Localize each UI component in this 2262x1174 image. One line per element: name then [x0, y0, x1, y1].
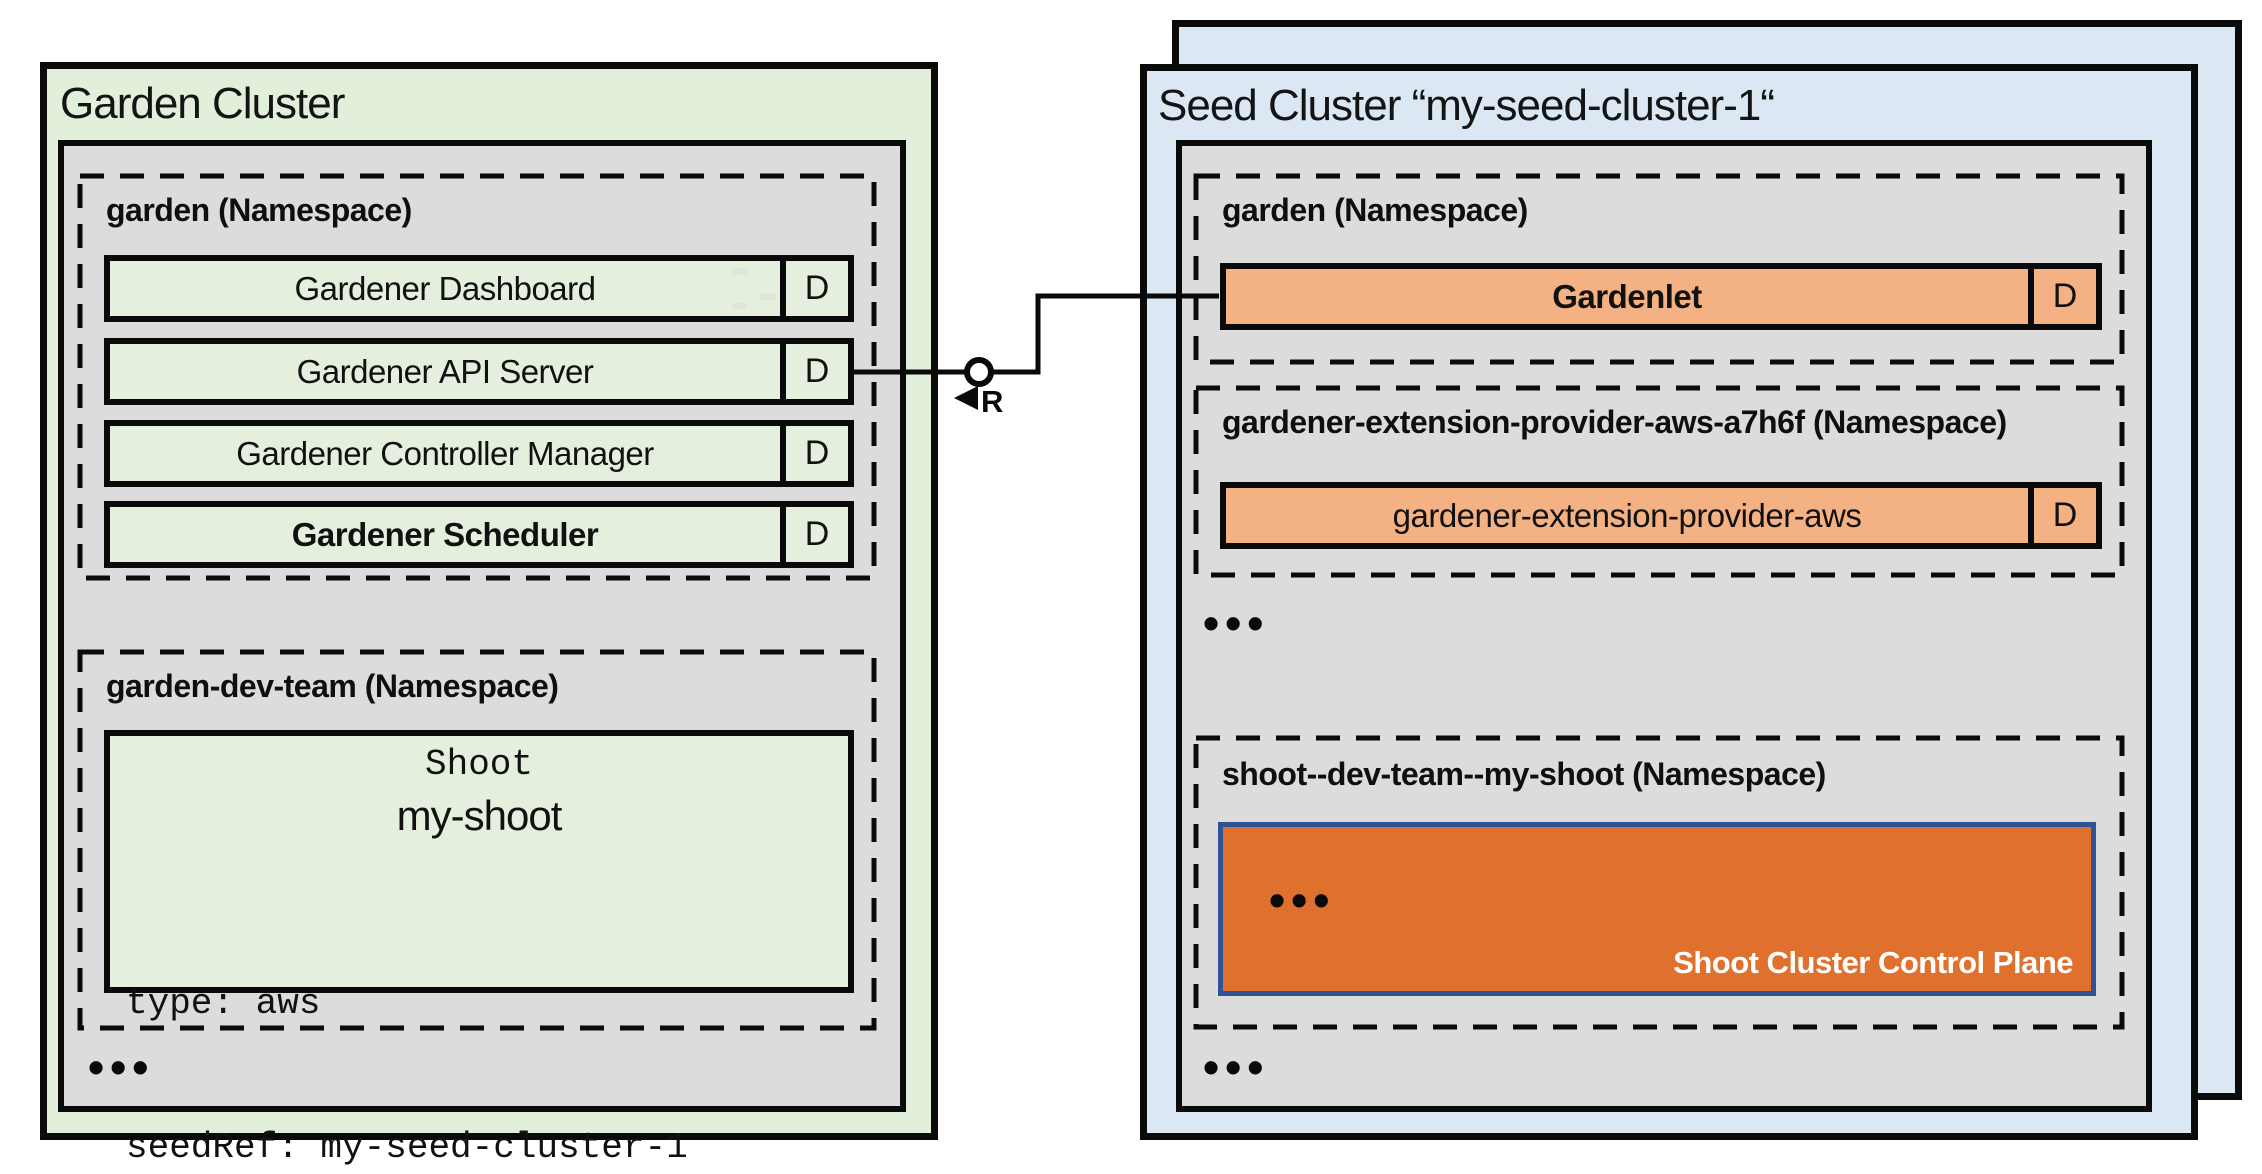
deployment-badge: D	[780, 344, 848, 399]
shoot-spec-type: type: aws	[126, 983, 321, 1024]
shoot-resource-name: my-shoot	[396, 792, 563, 839]
deployment-badge: D	[780, 507, 848, 562]
component-box-gardener-scheduler: Gardener Scheduler D	[104, 501, 854, 568]
control-plane-ellipsis: •••	[1269, 874, 1336, 926]
component-label: Gardener Scheduler	[291, 515, 599, 553]
faint-dash-artifact	[760, 294, 776, 300]
garden-dev-team-namespace-label: garden-dev-team (Namespace)	[106, 668, 559, 704]
control-plane-label: Shoot Cluster Control Plane	[1673, 945, 2073, 980]
shoot-resource-spec: type: aws seedRef: my-seed-cluster-1	[126, 884, 688, 1174]
shoot-resource-kind: Shoot	[424, 744, 534, 785]
component-label: Gardener Dashboard	[294, 269, 596, 307]
component-box-gardener-extension-provider-aws: gardener-extension-provider-aws D	[1220, 482, 2102, 549]
connector-r-label: R	[981, 384, 1004, 419]
component-box-gardener-api-server: Gardener API Server D	[104, 338, 854, 405]
component-label: Gardenlet	[1552, 277, 1702, 315]
garden-cluster-ellipsis: •••	[88, 1041, 155, 1093]
component-label: gardener-extension-provider-aws	[1392, 496, 1862, 534]
deployment-badge: D	[2028, 269, 2096, 324]
component-box-gardener-dashboard: Gardener Dashboard D	[104, 255, 854, 322]
extension-namespace-label: gardener-extension-provider-aws-a7h6f (N…	[1222, 404, 2007, 440]
shoot-namespace-label: shoot--dev-team--my-shoot (Namespace)	[1222, 756, 1826, 792]
seed-cluster-bottom-ellipsis: •••	[1203, 1041, 1270, 1093]
seed-cluster-title: Seed Cluster “my-seed-cluster-1“	[1158, 81, 1775, 130]
shoot-cluster-control-plane-box: ••• Shoot Cluster Control Plane	[1218, 822, 2096, 996]
garden-namespace-label: garden (Namespace)	[106, 192, 412, 228]
seed-cluster-middle-ellipsis: •••	[1203, 597, 1270, 649]
component-label: Gardener API Server	[296, 352, 594, 390]
interface-socket-icon	[964, 357, 994, 387]
deployment-badge: D	[2028, 488, 2096, 543]
shoot-resource-box: Shoot my-shoot type: aws seedRef: my-see…	[104, 730, 854, 1168]
component-box-gardener-controller-manager: Gardener Controller Manager D	[104, 420, 854, 487]
faint-dash-artifact	[732, 303, 746, 309]
component-box-gardenlet: Gardenlet D	[1220, 263, 2102, 330]
garden-cluster-title: Garden Cluster	[60, 79, 345, 128]
deployment-badge: D	[780, 426, 848, 481]
component-label: Gardener Controller Manager	[236, 434, 654, 472]
faint-dash-artifact	[732, 268, 748, 274]
seed-garden-namespace-label: garden (Namespace)	[1222, 192, 1528, 228]
deployment-badge: D	[780, 261, 848, 316]
arrow-left-icon	[954, 386, 978, 410]
shoot-spec-seedref: seedRef: my-seed-cluster-1	[126, 1127, 688, 1168]
